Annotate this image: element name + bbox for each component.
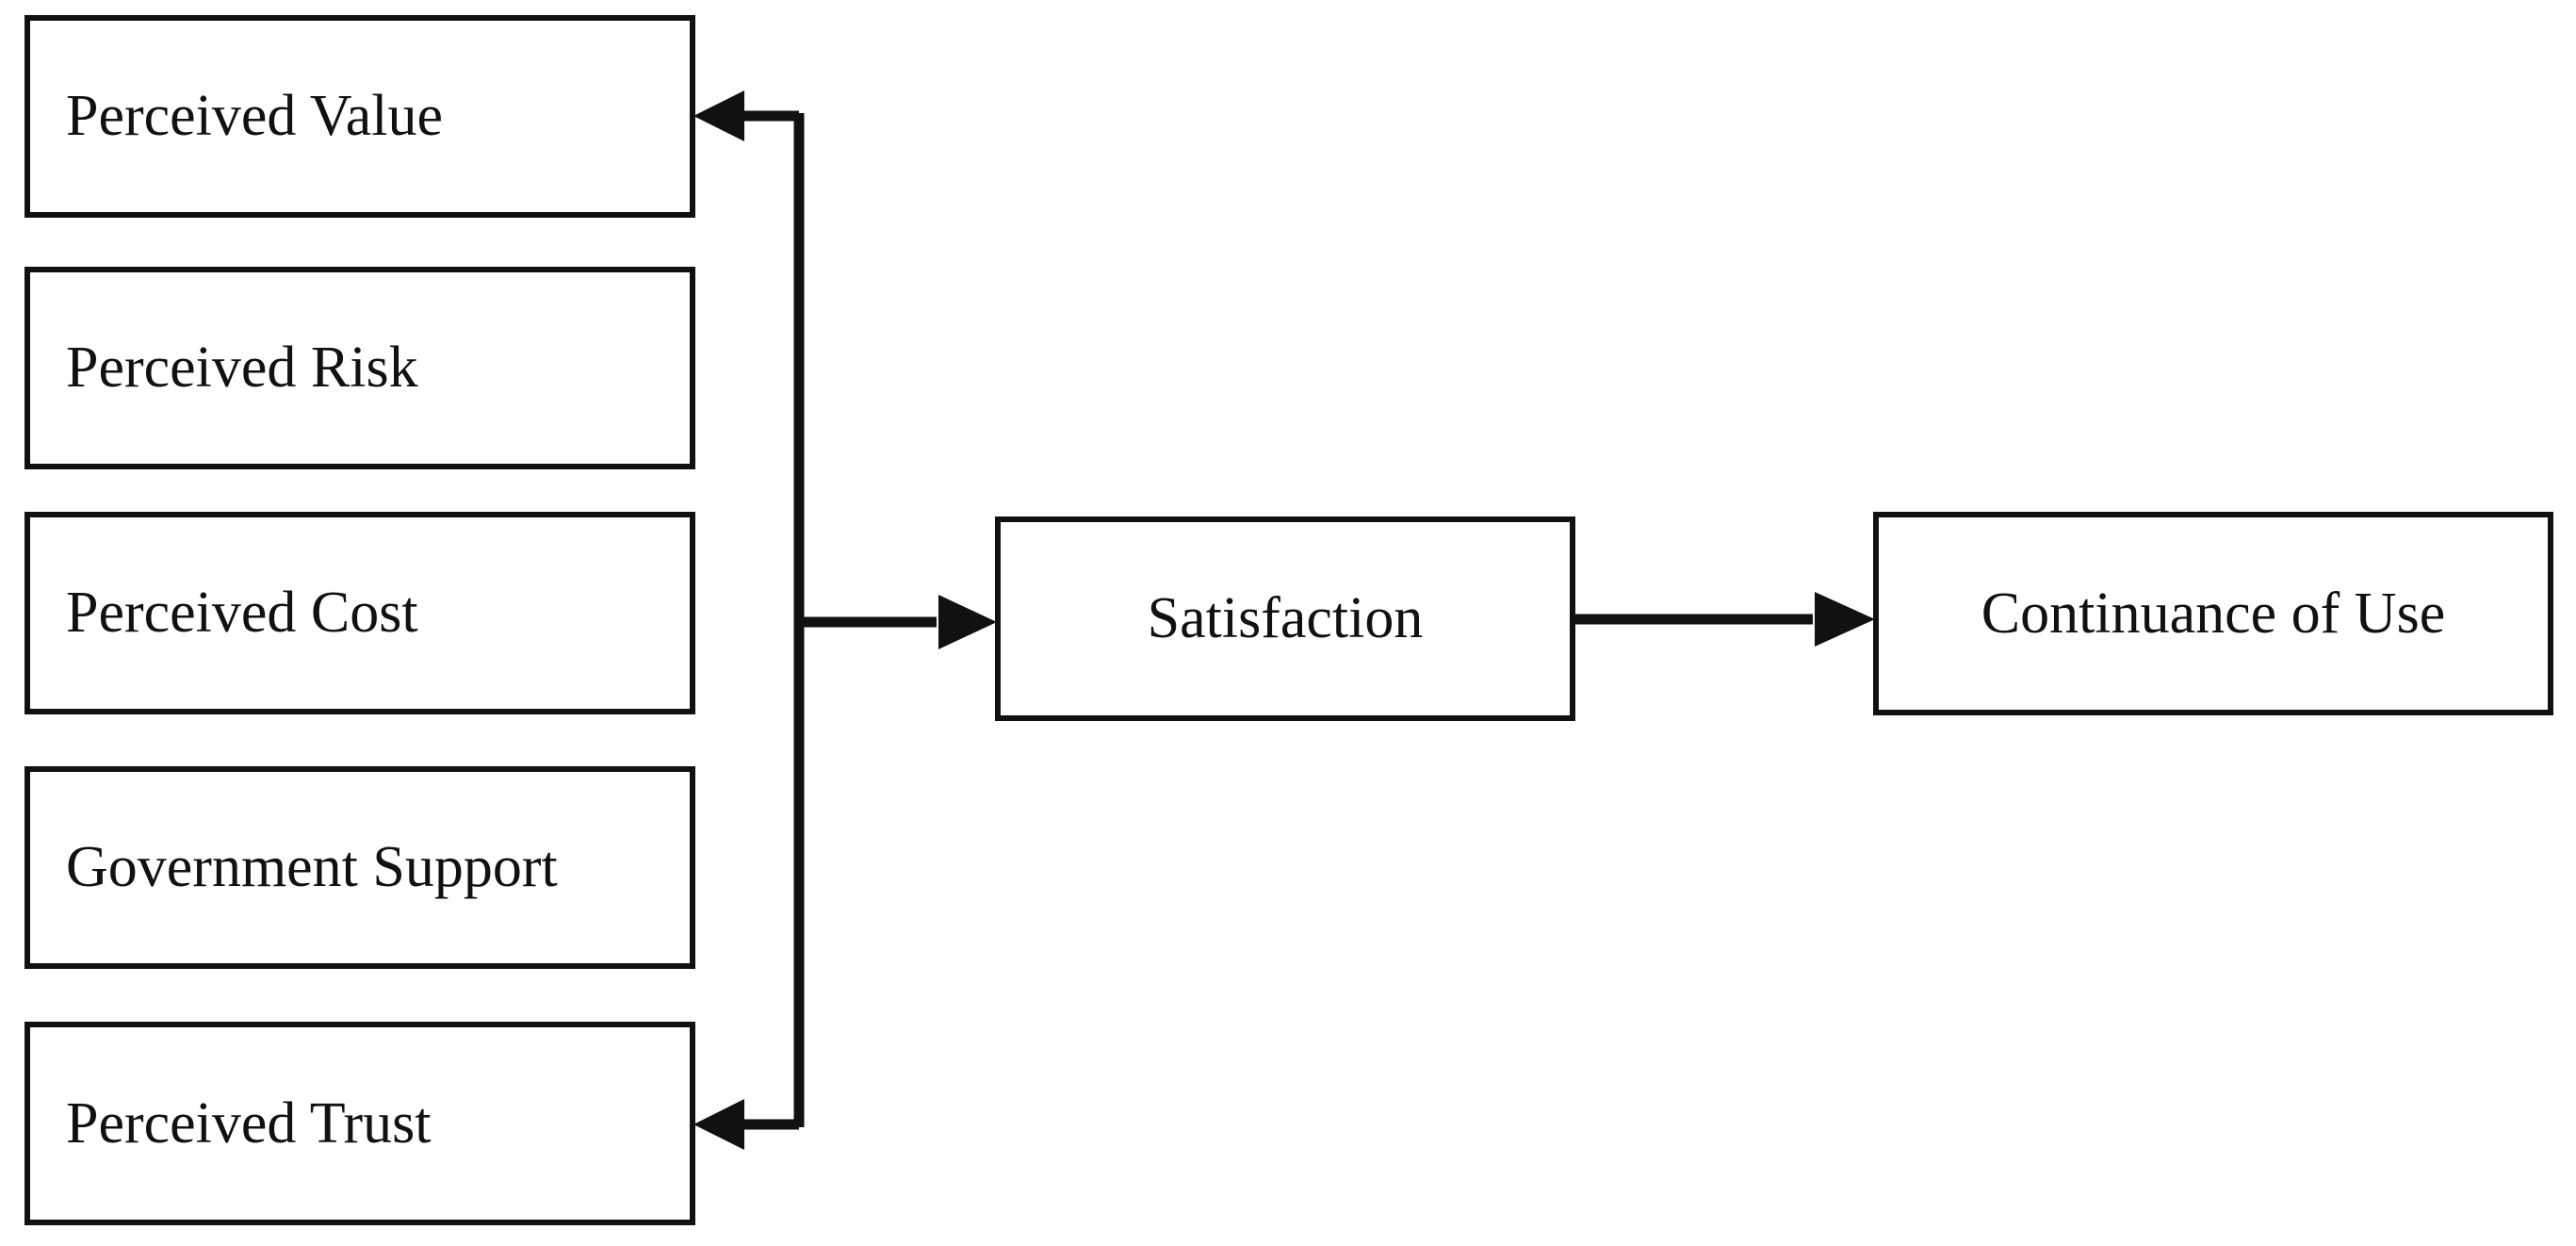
node-continuance-of-use[interactable]: Continuance of Use xyxy=(1873,512,2553,715)
node-perceived-risk[interactable]: Perceived Risk xyxy=(24,267,695,469)
node-label-satisfaction: Satisfaction xyxy=(1147,586,1424,650)
node-label-perceived-risk: Perceived Risk xyxy=(66,336,418,400)
node-perceived-value[interactable]: Perceived Value xyxy=(24,15,695,218)
node-label-continuance-of-use: Continuance of Use xyxy=(1981,581,2446,646)
node-government-support[interactable]: Government Support xyxy=(24,766,695,969)
arrowhead-to-perceived-trust xyxy=(693,1099,744,1150)
node-label-perceived-value: Perceived Value xyxy=(66,84,443,148)
node-satisfaction[interactable]: Satisfaction xyxy=(995,516,1575,721)
arrowhead-to-perceived-value xyxy=(693,90,744,141)
node-perceived-trust[interactable]: Perceived Trust xyxy=(24,1022,695,1225)
node-label-government-support: Government Support xyxy=(66,835,558,899)
node-perceived-cost[interactable]: Perceived Cost xyxy=(24,512,695,714)
node-label-perceived-trust: Perceived Trust xyxy=(66,1090,432,1156)
arrowhead-to-continuance xyxy=(1815,592,1875,647)
arrowhead-to-satisfaction xyxy=(938,595,997,649)
node-label-perceived-cost: Perceived Cost xyxy=(66,581,418,645)
